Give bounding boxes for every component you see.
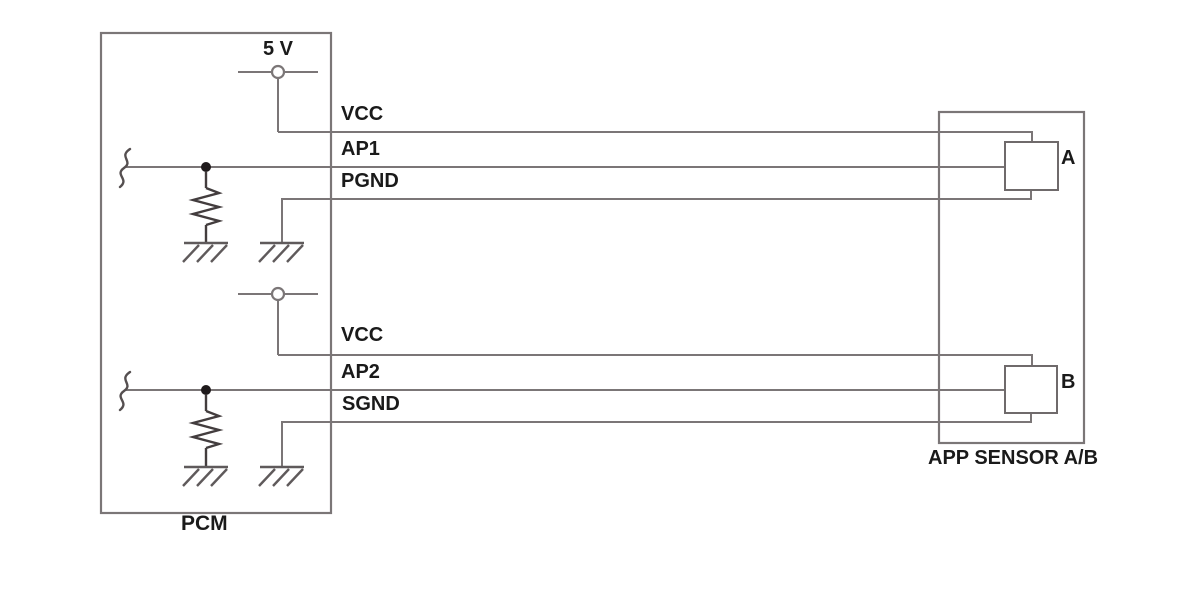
pin-label-sgnd: SGND [342, 393, 400, 415]
wire-break-icon-2 [118, 370, 132, 412]
vcc1-wire [278, 131, 1033, 165]
connector-a-label: A [1061, 147, 1076, 169]
pin-label-ap2: AP2 [341, 361, 380, 383]
connector-a-square [1004, 141, 1059, 191]
sensor-box-label: APP SENSOR A/B [928, 447, 1099, 469]
supply-terminal-icon-2 [270, 286, 286, 302]
resistor-icon-2 [188, 395, 224, 467]
pcm-box-label: PCM [181, 512, 228, 535]
connector-b-square [1004, 365, 1058, 414]
pin-label-pgnd: PGND [341, 170, 399, 192]
ground-icon-3 [182, 465, 228, 487]
ground-icon-4 [258, 465, 304, 487]
ground-icon-1 [182, 241, 228, 263]
pcm-box [99, 31, 333, 515]
connector-b-label: B [1061, 371, 1076, 393]
supply-voltage-label: 5 V [262, 38, 294, 60]
sensor-box [937, 110, 1086, 445]
junction-dot-1 [201, 162, 211, 172]
wire-break-icon-1 [118, 147, 132, 189]
circuit-channel-2 [118, 286, 1033, 487]
junction-dot-2 [201, 385, 211, 395]
pin-label-vcc2: VCC [341, 324, 384, 346]
resistor-icon-1 [188, 172, 224, 243]
supply-terminal-icon-1 [270, 64, 286, 80]
circuit-channel-1 [118, 64, 1033, 263]
pgnd-wire [281, 185, 1032, 243]
pin-label-ap1: AP1 [341, 138, 380, 160]
ground-icon-2 [258, 241, 304, 263]
pin-label-vcc1: VCC [341, 103, 384, 125]
vcc2-wire [278, 354, 1033, 385]
sgnd-wire [281, 408, 1032, 467]
